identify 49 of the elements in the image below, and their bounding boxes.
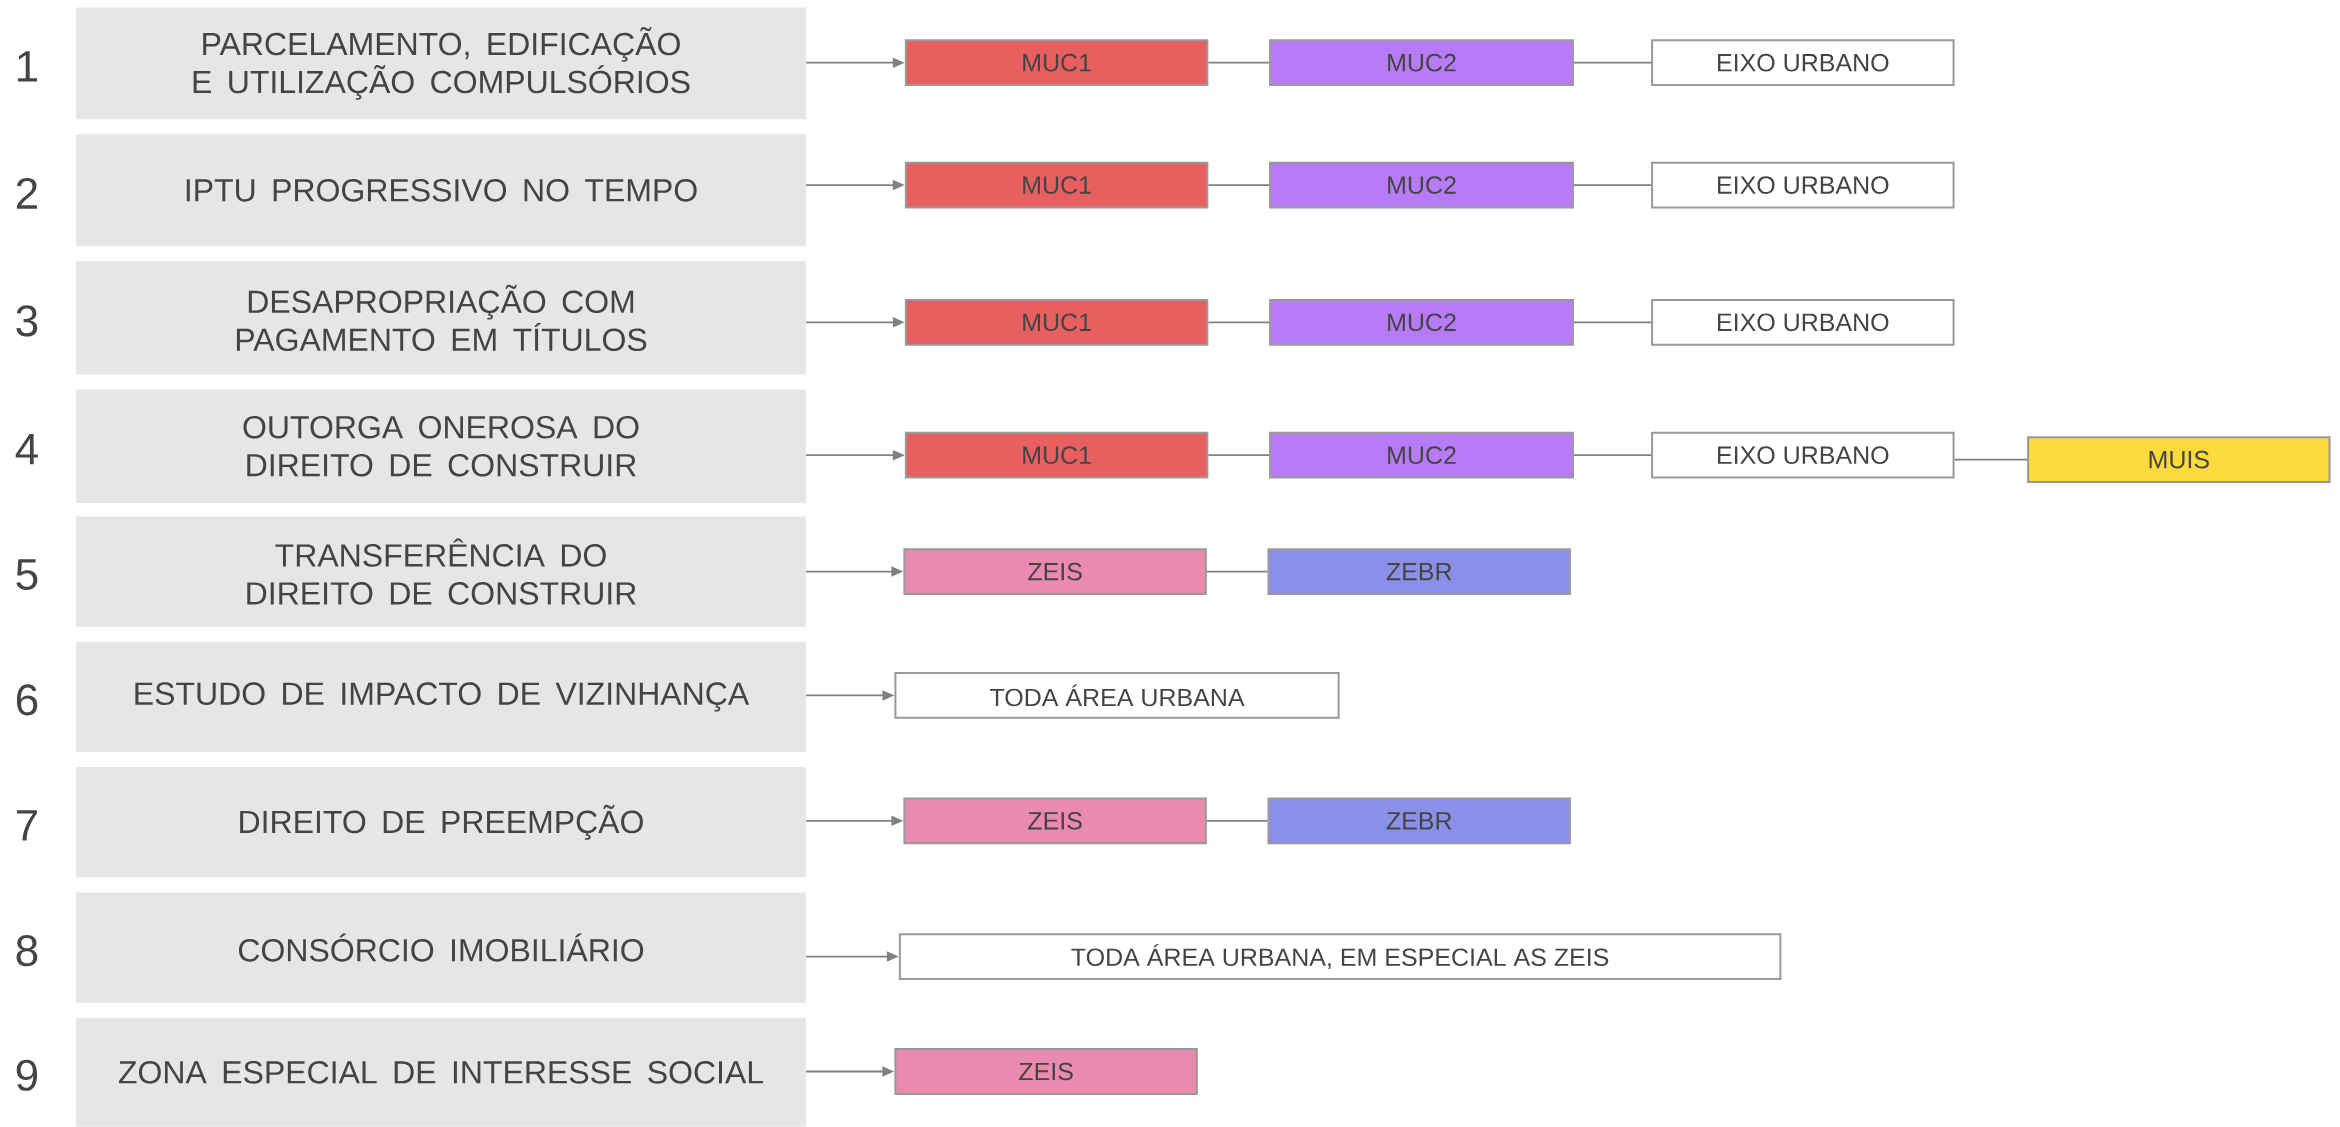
connector-line — [1207, 184, 1270, 186]
zone-box: MUC2 — [1269, 39, 1574, 87]
connector-line — [1207, 454, 1270, 457]
zone-box: MUC1 — [904, 431, 1209, 479]
left-box: DESAPROPRIAÇÃO COM PAGAMENTO EM TÍTULOS — [76, 261, 806, 375]
zone-box: MUC2 — [1269, 431, 1574, 479]
left-box: TRANSFERÊNCIA DO DIREITO DE CONSTRUIR — [76, 516, 806, 627]
zone-box: MUC2 — [1269, 161, 1574, 209]
connector-line — [1573, 184, 1652, 186]
row-number: 7 — [16, 810, 37, 841]
left-box: IPTU PROGRESSIVO NO TEMPO — [76, 134, 806, 247]
row-number: 1 — [18, 51, 37, 82]
zone-box: EIXO URBANO — [1651, 39, 1955, 87]
row-number: 5 — [16, 559, 38, 590]
zone-box: ZEBR — [1267, 797, 1571, 845]
connector-line — [1205, 819, 1269, 822]
connector-line — [1205, 570, 1269, 573]
zone-box: EIXO URBANO — [1651, 298, 1955, 346]
connector-line — [1207, 61, 1270, 64]
row-number: 8 — [16, 935, 38, 967]
zone-box: MUC1 — [904, 39, 1209, 87]
zone-box: ZEBR — [1267, 548, 1571, 595]
row-number: 3 — [16, 305, 38, 337]
left-box: CONSÓRCIO IMOBILIÁRIO — [76, 892, 806, 1003]
connector-line — [1573, 61, 1652, 64]
connector-line — [1573, 454, 1652, 457]
left-box: ESTUDO DE IMPACTO DE VIZINHANÇA — [76, 641, 806, 753]
left-box: OUTORGA ONEROSA DO DIREITO DE CONSTRUIR — [76, 389, 806, 503]
zone-box: ZEIS — [894, 1048, 1198, 1095]
zone-box: MUIS — [2027, 436, 2331, 483]
row-number: 4 — [15, 434, 38, 465]
zone-box: MUC1 — [904, 161, 1209, 209]
left-box: DIREITO DE PREEMPÇÃO — [76, 767, 806, 878]
connector-line — [1953, 458, 2028, 461]
zone-box: EIXO URBANO — [1651, 161, 1955, 209]
left-box: PARCELAMENTO, EDIFICAÇÃO E UTILIZAÇÃO COMPULSÓRIOS — [76, 7, 806, 120]
connector-line — [1573, 321, 1652, 324]
zone-box: MUC1 — [904, 298, 1209, 346]
row-number: 6 — [16, 684, 38, 716]
zone-box: EIXO URBANO — [1651, 431, 1955, 479]
zone-box: ZEIS — [903, 797, 1207, 845]
zone-box: MUC2 — [1269, 298, 1574, 346]
zone-box: TODA ÁREA URBANA, EM ESPECIAL AS ZEIS — [898, 933, 1782, 980]
zone-box: ZEIS — [903, 548, 1207, 595]
row-number: 2 — [16, 177, 37, 209]
connector-line — [1207, 321, 1270, 324]
zone-box: TODA ÁREA URBANA — [894, 672, 1340, 719]
left-box: ZONA ESPECIAL DE INTERESSE SOCIAL — [76, 1017, 806, 1127]
row-number: 9 — [16, 1059, 38, 1091]
